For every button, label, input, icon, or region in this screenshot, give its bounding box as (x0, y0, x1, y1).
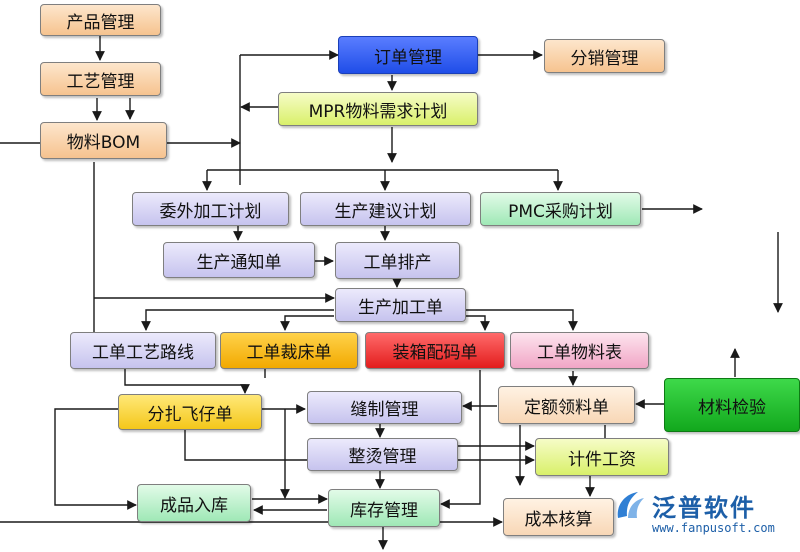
node-production-suggest-plan: 生产建议计划 (300, 192, 471, 226)
node-cost-accounting: 成本核算 (503, 498, 614, 536)
node-work-schedule: 工单排产 (335, 242, 460, 279)
node-outsourcing-plan: 委外加工计划 (132, 192, 289, 226)
logo-url: www.fanpusoft.com (652, 521, 775, 535)
node-order-mgmt: 订单管理 (338, 36, 478, 74)
node-mrp-plan: MPR物料需求计划 (278, 92, 478, 126)
node-distribution-mgmt: 分销管理 (544, 39, 665, 73)
node-finished-stock-in: 成品入库 (137, 484, 251, 522)
node-production-notice: 生产通知单 (163, 242, 315, 278)
node-material-bom: 物料BOM (40, 122, 167, 159)
brand-logo: 泛普软件 www.fanpusoft.com (612, 488, 798, 550)
node-ticket-order: 分扎飞仔单 (118, 394, 262, 430)
node-process-route: 工单工艺路线 (70, 332, 216, 369)
node-quota-picking: 定额领料单 (498, 386, 635, 424)
node-product-mgmt: 产品管理 (40, 4, 161, 36)
node-cutting-order: 工单裁床单 (220, 332, 358, 369)
logo-name: 泛普软件 (652, 494, 756, 522)
fanpu-logo-icon (617, 492, 644, 518)
node-material-list: 工单物料表 (510, 332, 649, 369)
node-piece-wage: 计件工资 (535, 438, 669, 476)
node-material-inspect: 材料检验 (664, 378, 800, 432)
node-inventory-mgmt: 库存管理 (328, 489, 440, 527)
node-sewing-mgmt: 缝制管理 (307, 391, 462, 424)
node-production-order: 生产加工单 (335, 288, 466, 322)
node-ironing-mgmt: 整烫管理 (307, 438, 458, 471)
node-process-mgmt: 工艺管理 (40, 62, 161, 96)
node-pmc-purchase-plan: PMC采购计划 (480, 192, 641, 226)
node-packing-code: 装箱配码单 (365, 332, 505, 369)
